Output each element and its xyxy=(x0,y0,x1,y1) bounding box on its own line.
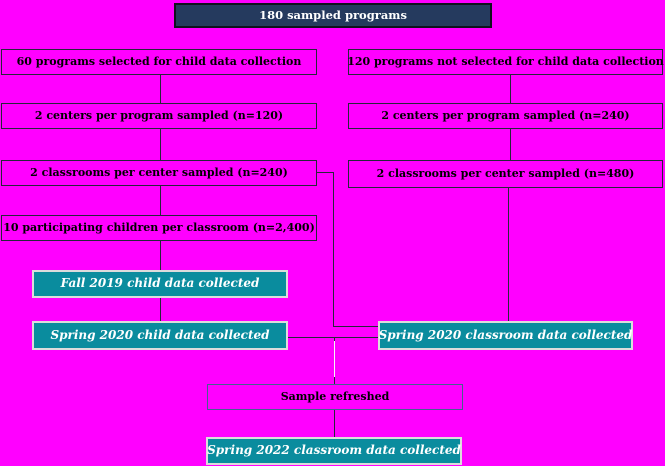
node-spring-2022-classroom-data: Spring 2022 classroom data collected xyxy=(206,437,462,465)
connector-to-refresh-light xyxy=(334,341,335,377)
connector-spring2020-link xyxy=(288,337,378,338)
node-centers-not-selected: 2 centers per program sampled (n=240) xyxy=(348,103,663,129)
connector-right-2 xyxy=(510,129,511,160)
connector-right-1 xyxy=(510,75,511,103)
connector-left-3 xyxy=(160,186,161,215)
node-participating-children: 10 participating children per classroom … xyxy=(1,215,317,241)
node-centers-selected: 2 centers per program sampled (n=120) xyxy=(1,103,317,129)
connector-left-1 xyxy=(160,75,161,103)
node-classrooms-not-selected: 2 classrooms per center sampled (n=480) xyxy=(348,160,663,188)
connector-refresh-to-2022 xyxy=(334,410,335,437)
connector-right-3 xyxy=(508,188,509,321)
connector-branch-horizontal xyxy=(317,172,334,173)
connector-left-5 xyxy=(160,298,161,321)
node-programs-selected: 60 programs selected for child data coll… xyxy=(1,49,317,75)
connector-left-2 xyxy=(160,129,161,160)
node-sample-refreshed: Sample refreshed xyxy=(207,384,463,410)
node-sampled-programs: 180 sampled programs xyxy=(174,3,492,28)
connector-branch-vertical xyxy=(333,172,334,327)
node-fall-2019-child-data: Fall 2019 child data collected xyxy=(32,270,288,298)
connector-left-4 xyxy=(160,241,161,270)
node-spring-2020-classroom-data: Spring 2020 classroom data collected xyxy=(378,321,633,350)
node-programs-not-selected: 120 programs not selected for child data… xyxy=(347,49,664,75)
connector-branch-join xyxy=(333,326,378,327)
node-classrooms-selected: 2 classrooms per center sampled (n=240) xyxy=(1,160,317,186)
node-spring-2020-child-data: Spring 2020 child data collected xyxy=(32,321,288,350)
